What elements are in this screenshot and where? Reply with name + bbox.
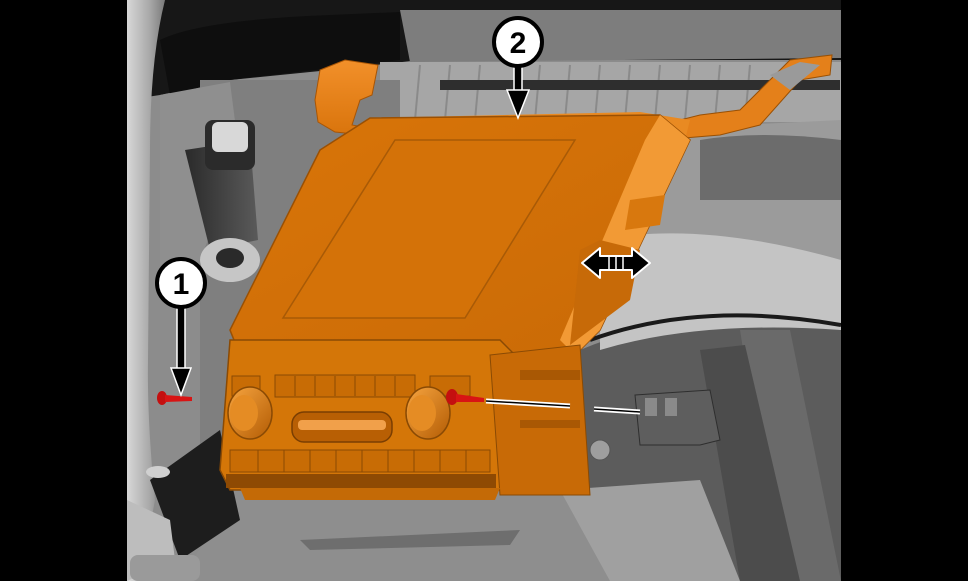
right-black-margin	[841, 0, 968, 581]
callout-1: 1	[155, 257, 207, 398]
bidirectional-arrow-icon	[581, 247, 651, 279]
left-black-margin	[0, 0, 127, 581]
callout-2: 2	[492, 16, 544, 121]
right-control-knob	[405, 386, 451, 440]
left-control-knob	[227, 386, 273, 440]
turn-signal-stalk	[185, 120, 260, 282]
callout-2-label: 2	[510, 27, 527, 60]
alignment-guide-lines	[485, 398, 641, 415]
callout-1-label: 1	[173, 268, 190, 301]
fastener-screw-left	[157, 391, 192, 405]
mounting-bracket-receiver	[589, 389, 721, 461]
illustration-area: 1 2	[127, 0, 841, 581]
fastener-screw-right	[446, 389, 484, 405]
